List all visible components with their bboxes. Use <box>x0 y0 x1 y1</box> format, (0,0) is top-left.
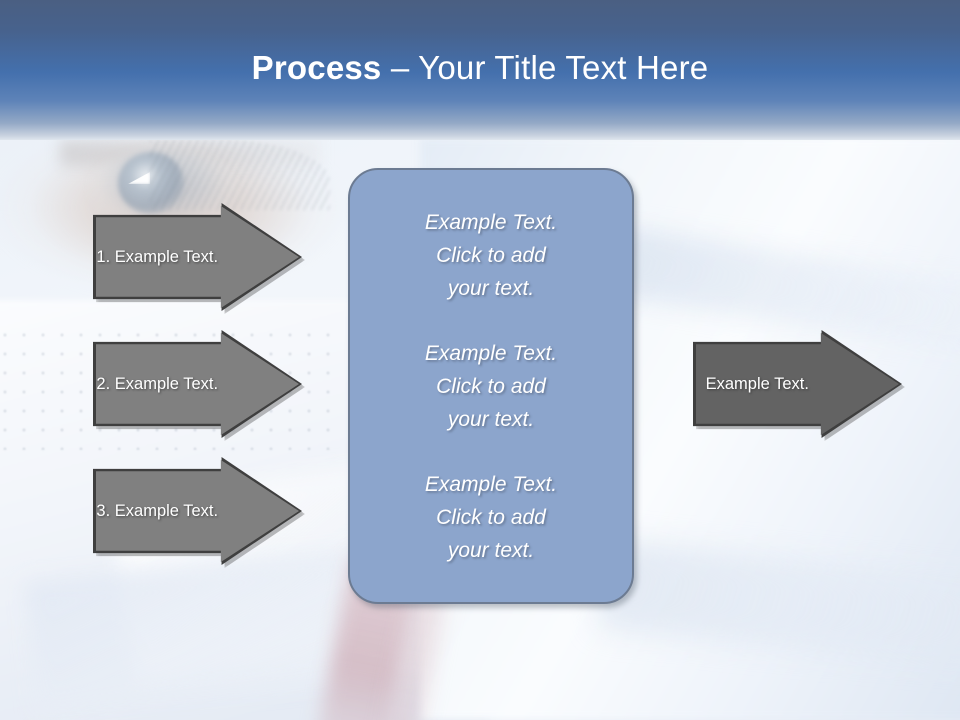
input-arrow-2[interactable]: 2. Example Text. <box>93 330 305 441</box>
title-rest-part: – Your Title Text Here <box>381 49 709 86</box>
input-arrow-3-label: 3. Example Text. <box>96 501 219 520</box>
title-bold-part: Process <box>251 49 382 86</box>
input-arrow-2-label: 2. Example Text. <box>96 374 219 393</box>
process-text-block-3: Example Text. Click to add your text. <box>424 472 558 562</box>
process-text-block-2: Example Text. Click to add your text. <box>424 341 558 431</box>
title-banner: Process – Your Title Text Here <box>0 0 960 140</box>
output-arrow-label: Example Text. <box>705 374 809 393</box>
input-arrow-1[interactable]: 1. Example Text. <box>93 203 305 314</box>
output-arrow[interactable]: Example Text. <box>693 330 905 441</box>
page-title: Process – Your Title Text Here <box>0 48 960 88</box>
background-iris <box>118 152 184 214</box>
input-arrow-3[interactable]: 3. Example Text. <box>93 457 305 568</box>
process-box[interactable]: Example Text. Click to add your text. Ex… <box>348 168 634 604</box>
process-text-block-1: Example Text. Click to add your text. <box>424 210 558 300</box>
input-arrow-1-label: 1. Example Text. <box>96 247 219 266</box>
